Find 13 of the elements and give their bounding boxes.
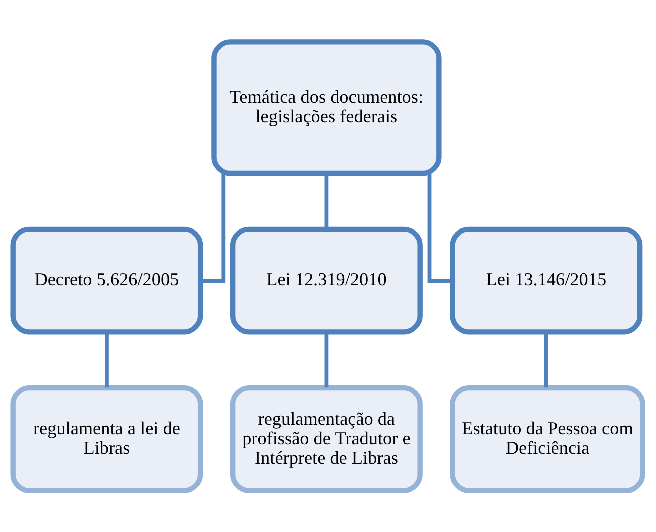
connector (544, 332, 548, 388)
node-box: Lei 13.146/2015 (450, 226, 643, 334)
node-box: Lei 12.319/2010 (230, 226, 423, 334)
connector (324, 332, 329, 388)
node-box: Estatuto da Pessoa com Deficiência (450, 384, 646, 493)
connector (105, 332, 109, 388)
connector (324, 173, 329, 229)
node-box: regulamentação da profissão de Tradutor e Intérprete de Libras (230, 384, 423, 493)
node-box: Decreto 5.626/2005 (10, 226, 204, 334)
connector (428, 173, 453, 283)
node-box: regulamenta a lei de Libras (10, 384, 204, 493)
node-box: Temática dos documentos: legislações federais (212, 39, 442, 176)
connector (200, 173, 226, 283)
